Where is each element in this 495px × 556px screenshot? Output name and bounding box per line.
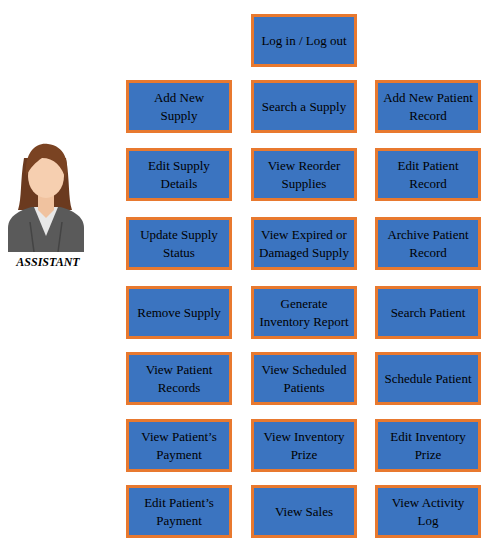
process-box: Edit Supply Details [126,148,232,201]
box-text: Schedule Patient [384,370,471,388]
process-box: View Patient’s Payment [126,419,232,472]
box-text: Generate Inventory Report [259,295,349,330]
process-box: Add New Supply [126,80,232,133]
box-text: View Inventory Prize [259,428,349,463]
process-box: Archive Patient Record [375,217,481,270]
process-box: View Activity Log [375,485,481,538]
box-text: View Scheduled Patients [259,361,349,396]
box-text: Search a Supply [262,98,346,116]
box-text: Remove Supply [137,304,220,322]
box-text: Add New Patient Record [383,89,473,124]
box-text: View Patient’s Payment [134,428,224,463]
process-box: Update Supply Status [126,217,232,270]
box-text: Edit Supply Details [134,157,224,192]
box-text: Update Supply Status [134,226,224,261]
process-box: Edit Patient’s Payment [126,485,232,538]
box-text: View Expired or Damaged Supply [259,226,349,261]
actor-label: ASSISTANT [4,255,92,270]
process-box: View Inventory Prize [251,419,357,472]
process-box: Schedule Patient [375,352,481,405]
box-text: View Reorder Supplies [259,157,349,192]
box-text: Add New Supply [134,89,224,124]
process-box: Search a Supply [251,80,357,133]
process-box: Generate Inventory Report [251,286,357,339]
process-box: Search Patient [375,286,481,339]
box-text: View Activity Log [383,494,473,529]
process-box: Remove Supply [126,286,232,339]
process-box: View Scheduled Patients [251,352,357,405]
process-box: View Reorder Supplies [251,148,357,201]
process-box: View Sales [251,485,357,538]
assistant-avatar [6,136,86,252]
box-text: Search Patient [391,304,466,322]
box-text: Archive Patient Record [383,226,473,261]
process-box: Edit Patient Record [375,148,481,201]
box-text: View Patient Records [134,361,224,396]
process-box: View Patient Records [126,352,232,405]
box-text: Edit Patient’s Payment [134,494,224,529]
box-text: Log in / Log out [261,32,346,50]
process-box: Log in / Log out [251,14,357,67]
process-box: Edit Inventory Prize [375,419,481,472]
box-text: View Sales [275,503,333,521]
process-box: Add New Patient Record [375,80,481,133]
box-text: Edit Patient Record [383,157,473,192]
box-text: Edit Inventory Prize [383,428,473,463]
process-box: View Expired or Damaged Supply [251,217,357,270]
